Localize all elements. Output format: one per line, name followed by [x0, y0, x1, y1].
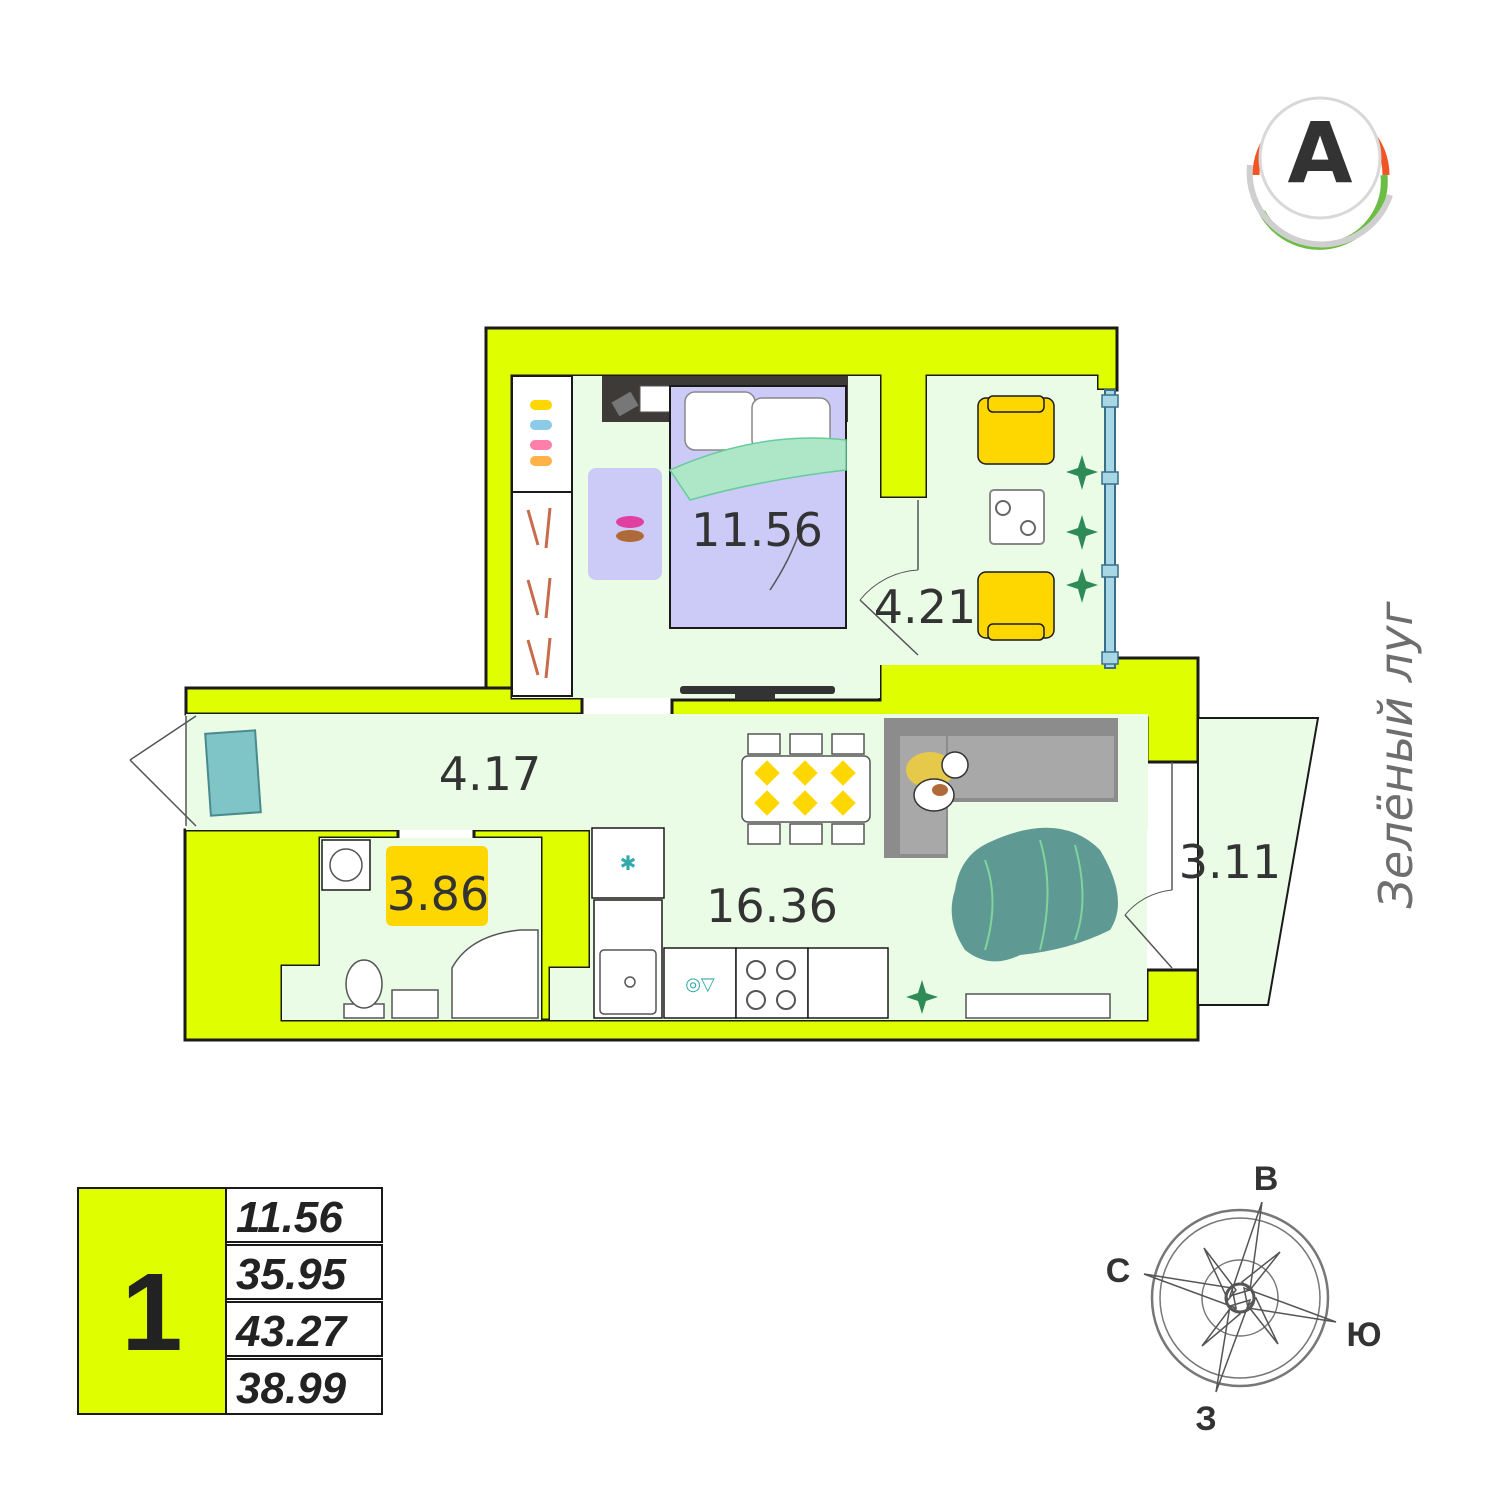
radiator-icon [965, 993, 1111, 1019]
glassware-icon: ◎▽ [685, 974, 715, 994]
room-area-bathroom: 3.86 [387, 867, 489, 921]
door-mat-icon [204, 729, 262, 817]
area-summary-table: 1 11.56 35.95 43.27 38.99 [77, 1187, 383, 1415]
street-label: Зелёный луг [1369, 601, 1423, 909]
laptop-icon [611, 391, 639, 417]
room-area-loggia: 4.21 [874, 580, 976, 634]
compass-east-label: В [1254, 1160, 1279, 1198]
loggia: 4.21 [859, 389, 1119, 669]
room-area-kitchen-living: 16.36 [706, 879, 838, 933]
shower-icon [451, 929, 539, 1019]
logo-letter: А [1287, 104, 1352, 202]
fridge-icon [591, 827, 665, 899]
compass-west-label: З [1195, 1400, 1216, 1438]
total-area-value: 43.27 [235, 1307, 349, 1356]
developer-logo: А [1246, 96, 1393, 250]
tv-icon [680, 686, 835, 694]
washing-machine-icon [321, 839, 371, 891]
dog-icon [906, 751, 969, 812]
kitchen-living: ✱ ◎▽ [591, 718, 1173, 1019]
rug-icon [951, 827, 1118, 962]
plant-icon [906, 980, 938, 1014]
slippers-icon [616, 516, 644, 528]
compass-north-label: С [1106, 1252, 1131, 1290]
bath-mat [386, 846, 488, 926]
svg-text:✱: ✱ [620, 853, 637, 875]
armchair-icon [977, 571, 1055, 641]
compass: В С Ю З [1106, 1160, 1382, 1438]
room-area-hallway: 4.17 [439, 747, 541, 801]
side-table-icon [989, 489, 1045, 545]
sink-icon [391, 989, 439, 1019]
room-area-bedroom: 11.56 [691, 503, 823, 557]
armchair-icon [977, 395, 1055, 465]
plant-icon [1066, 455, 1098, 603]
bedroom: 11.56 [511, 375, 848, 700]
window [1104, 389, 1116, 669]
rooms-count: 1 [121, 1251, 182, 1374]
dining-table-icon [741, 733, 871, 845]
area-value-2: 35.95 [236, 1250, 347, 1299]
slippers-icon [530, 400, 552, 466]
hanger-icon [526, 507, 552, 679]
room-area-terrace: 3.11 [1179, 835, 1281, 889]
terrace: 3.11 [1179, 835, 1281, 889]
bed-icon [668, 385, 847, 629]
living-area-value: 11.56 [236, 1193, 343, 1242]
hallway: 4.17 [129, 715, 541, 827]
bathroom: 3.86 [321, 839, 539, 1019]
toilet-icon [343, 959, 385, 1019]
stove-icon [735, 947, 809, 1019]
area-value-4: 38.99 [236, 1364, 347, 1413]
compass-south-label: Ю [1346, 1316, 1381, 1354]
book-icon [639, 385, 671, 413]
